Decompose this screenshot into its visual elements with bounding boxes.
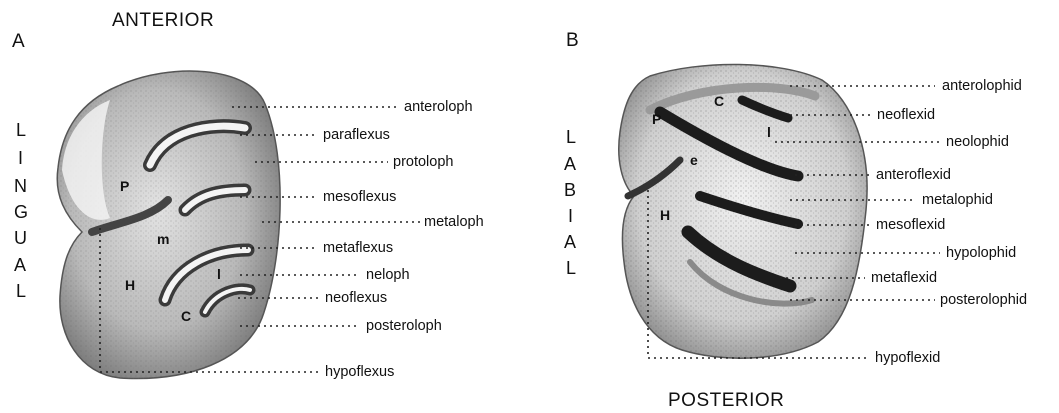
labial-letter-5: A [564, 233, 576, 251]
label-posterolophid: posterolophid [940, 293, 1027, 308]
panel-b-letter: B [566, 31, 579, 50]
label-posteroloph: posteroloph [366, 319, 442, 334]
label-neloph: neloph [366, 268, 410, 283]
panel-b-heading: POSTERIOR [668, 391, 784, 410]
panel-a-letter: A [12, 32, 25, 51]
label-hypolophid: hypolophid [946, 246, 1016, 261]
labial-letter-3: B [564, 181, 576, 199]
label-paraflexus: paraflexus [323, 128, 390, 143]
label-mesoflexid: mesoflexid [876, 218, 945, 233]
label-metaloph: metaloph [424, 215, 484, 230]
cusp-label-p: P [120, 179, 129, 193]
cusp-label-l: l [217, 267, 221, 281]
cusp-label-c: C [181, 309, 191, 323]
label-neolophid: neolophid [946, 135, 1009, 150]
label-mesoflexus: mesoflexus [323, 190, 396, 205]
lingual-letter-6: A [14, 256, 26, 274]
label-hypoflexid: hypoflexid [875, 351, 940, 366]
label-metalophid: metalophid [922, 193, 993, 208]
cusp-label-l-b: l [767, 125, 771, 139]
molar-a-outline [57, 71, 280, 378]
lingual-letter-2: I [18, 149, 23, 167]
label-hypoflexus: hypoflexus [325, 365, 394, 380]
cusp-label-m: m [157, 232, 169, 246]
cusp-label-c-b: C [714, 94, 724, 108]
lingual-letter-5: U [14, 229, 27, 247]
label-anteroflexid: anteroflexid [876, 168, 951, 183]
label-metaflexus: metaflexus [323, 241, 393, 256]
labial-letter-6: L [566, 259, 576, 277]
label-anteroloph: anteroloph [404, 100, 473, 115]
lingual-letter-1: L [16, 121, 26, 139]
lingual-letter-7: L [16, 282, 26, 300]
cusp-label-h: H [125, 278, 135, 292]
lingual-letter-3: N [14, 177, 27, 195]
panel-a-heading: ANTERIOR [112, 11, 214, 30]
cusp-label-p-b: P [652, 112, 661, 126]
labial-letter-1: L [566, 128, 576, 146]
label-protoloph: protoloph [393, 155, 453, 170]
label-metaflexid: metaflexid [871, 271, 937, 286]
cusp-label-e-b: e [690, 153, 698, 167]
label-anterolophid: anterolophid [942, 79, 1022, 94]
labial-letter-2: A [564, 155, 576, 173]
label-neoflexus: neoflexus [325, 291, 387, 306]
lingual-letter-4: G [14, 203, 28, 221]
cusp-label-h-b: H [660, 208, 670, 222]
label-neoflexid: neoflexid [877, 108, 935, 123]
labial-letter-4: I [568, 207, 573, 225]
